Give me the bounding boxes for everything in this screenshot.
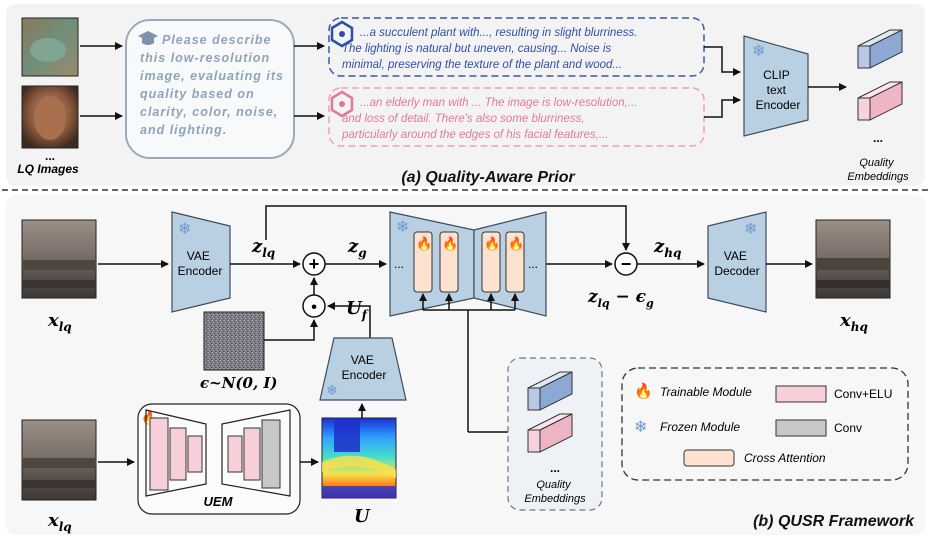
label-u: U — [354, 506, 371, 527]
label-zg: zg — [347, 236, 367, 260]
dot-operator: • — [302, 294, 326, 318]
clip-text-encoder: ❄ CLIP text Encoder — [743, 35, 809, 137]
conv-elu-layer — [227, 435, 243, 473]
cross-attention-block — [439, 231, 459, 293]
unet-ellipsis-left: ... — [394, 257, 404, 271]
minus-operator: − — [614, 252, 638, 276]
arrow-noise-to-dot — [264, 319, 318, 341]
output-image-xhq — [815, 219, 891, 299]
legend-conv-elu-swatch — [775, 385, 827, 403]
label-xhq: xhq — [839, 310, 868, 334]
arrow-pink-to-clip — [704, 96, 741, 118]
snowflake-icon: ❄ — [178, 221, 191, 238]
conv-elu-layer — [149, 417, 169, 491]
label-zhq: zhq — [653, 236, 681, 260]
snowflake-icon: ❄ — [326, 382, 338, 398]
conv-elu-layer — [169, 427, 187, 481]
svg-text:•: • — [311, 299, 317, 316]
plus-operator: + — [302, 252, 326, 276]
noise-image — [203, 311, 265, 371]
quality-embeddings-label-top: Quality Embeddings — [847, 157, 909, 183]
lq-images: ... LQ Images — [17, 17, 79, 176]
snowflake-icon: ❄ — [396, 219, 409, 236]
embeddings-ellipsis-top: ... — [873, 131, 883, 145]
svg-text:+: + — [309, 254, 320, 274]
legend-cross-attention-label: Cross Attention — [744, 451, 826, 465]
quality-embeddings-label-bottom: Quality Embeddings — [524, 479, 586, 505]
snowflake-icon: ❄ — [744, 221, 757, 238]
label-zlq: zlq — [251, 236, 275, 260]
vae-decoder: ❄ VAE Decoder — [707, 211, 767, 313]
section-divider — [2, 189, 928, 191]
label-xlq-bottom: xlq — [47, 510, 72, 534]
graduation-cap-icon — [138, 31, 158, 45]
noise-label: ϵ~N(0, I) — [200, 374, 278, 392]
quality-embeddings-box: ... Quality Embeddings — [507, 357, 603, 511]
embeddings-ellipsis-bottom: ... — [550, 461, 560, 475]
conv-layer — [261, 419, 281, 489]
pink-description-box: ...an elderly man with ... The image is … — [328, 87, 705, 147]
uem-module: 🔥 UEM — [137, 403, 301, 515]
blue-description-box: ...a succulent plant with..., resulting … — [328, 17, 705, 77]
label-xlq-top: xlq — [47, 310, 72, 334]
skip-zlq-to-minus — [265, 205, 630, 251]
face-shape — [34, 96, 66, 140]
conv-elu-layer — [243, 427, 261, 481]
unet-backbone: ❄ ... ... 🔥 🔥 🔥 🔥 — [389, 211, 547, 317]
input-image-xlq-top — [21, 219, 97, 299]
prompt-text: Please describe this low-resolution imag… — [140, 33, 288, 137]
legend-conv-elu-label: Conv+ELU — [834, 387, 892, 401]
quality-embedding-blue — [857, 29, 903, 69]
vae-decoder-label: VAE Decoder — [714, 249, 759, 278]
model-logo-icon-blue — [330, 20, 354, 48]
snowflake-icon: ❄ — [752, 43, 765, 60]
cross-attention-block — [505, 231, 525, 293]
model-logo-icon-pink — [330, 90, 354, 118]
quality-embedding-pink-bottom — [527, 413, 573, 453]
caption-quality-aware-prior: (a) Quality-Aware Prior — [401, 169, 575, 186]
vae-encoder-top: ❄ VAE Encoder — [171, 211, 231, 313]
blue-description-text: ...a succulent plant with..., resulting … — [342, 27, 641, 71]
legend-trainable-label: Trainable Module — [660, 385, 752, 399]
lq-images-ellipsis: ... — [45, 149, 55, 163]
cross-attention-block — [481, 231, 501, 293]
snowflake-icon: ❄ — [634, 419, 647, 436]
unet-ellipsis-right: ... — [528, 257, 538, 271]
clip-label: CLIP text Encoder — [756, 68, 801, 112]
lq-images-label: LQ Images — [17, 162, 79, 176]
vae-encoder-label: VAE Encoder — [178, 249, 223, 278]
fire-icon: 🔥 — [416, 236, 432, 251]
conditioning-arrows — [419, 293, 520, 433]
caption-qusr-framework: (b) QUSR Framework — [753, 513, 915, 530]
legend-conv-swatch — [775, 419, 827, 437]
label-uf: Uf — [346, 298, 369, 322]
uem-label: UEM — [204, 494, 234, 509]
vae-encoder-bottom-label: VAE Encoder — [342, 353, 387, 382]
prompt-box: Please describe this low-resolution imag… — [125, 19, 295, 159]
vae-encoder-bottom: ❄ VAE Encoder — [319, 337, 407, 401]
fire-icon: 🔥 — [442, 236, 458, 251]
conv-elu-layer — [187, 435, 203, 473]
quality-embedding-pink — [857, 81, 903, 121]
fire-icon: 🔥 — [508, 236, 524, 251]
input-image-xlq-bottom — [21, 419, 97, 501]
quality-embedding-blue-bottom — [527, 371, 573, 411]
legend-cross-attention-swatch — [683, 449, 735, 467]
arrow-blue-to-clip — [704, 46, 741, 76]
fire-icon: 🔥 — [634, 382, 653, 400]
fire-icon: 🔥 — [484, 236, 500, 251]
label-zlq-minus-eps: zlq − ϵg — [587, 287, 654, 310]
legend-conv-label: Conv — [834, 421, 862, 435]
pink-description-text: ...an elderly man with ... The image is … — [341, 97, 641, 141]
legend: 🔥 Trainable Module Conv+ELU ❄ Frozen Mod… — [621, 367, 909, 481]
arrow-uf-to-dot — [327, 302, 371, 338]
legend-frozen-label: Frozen Module — [660, 420, 740, 434]
plant-shape — [30, 38, 66, 62]
svg-text:−: − — [621, 254, 632, 274]
uncertainty-map-u — [321, 417, 397, 499]
cross-attention-block — [413, 231, 433, 293]
